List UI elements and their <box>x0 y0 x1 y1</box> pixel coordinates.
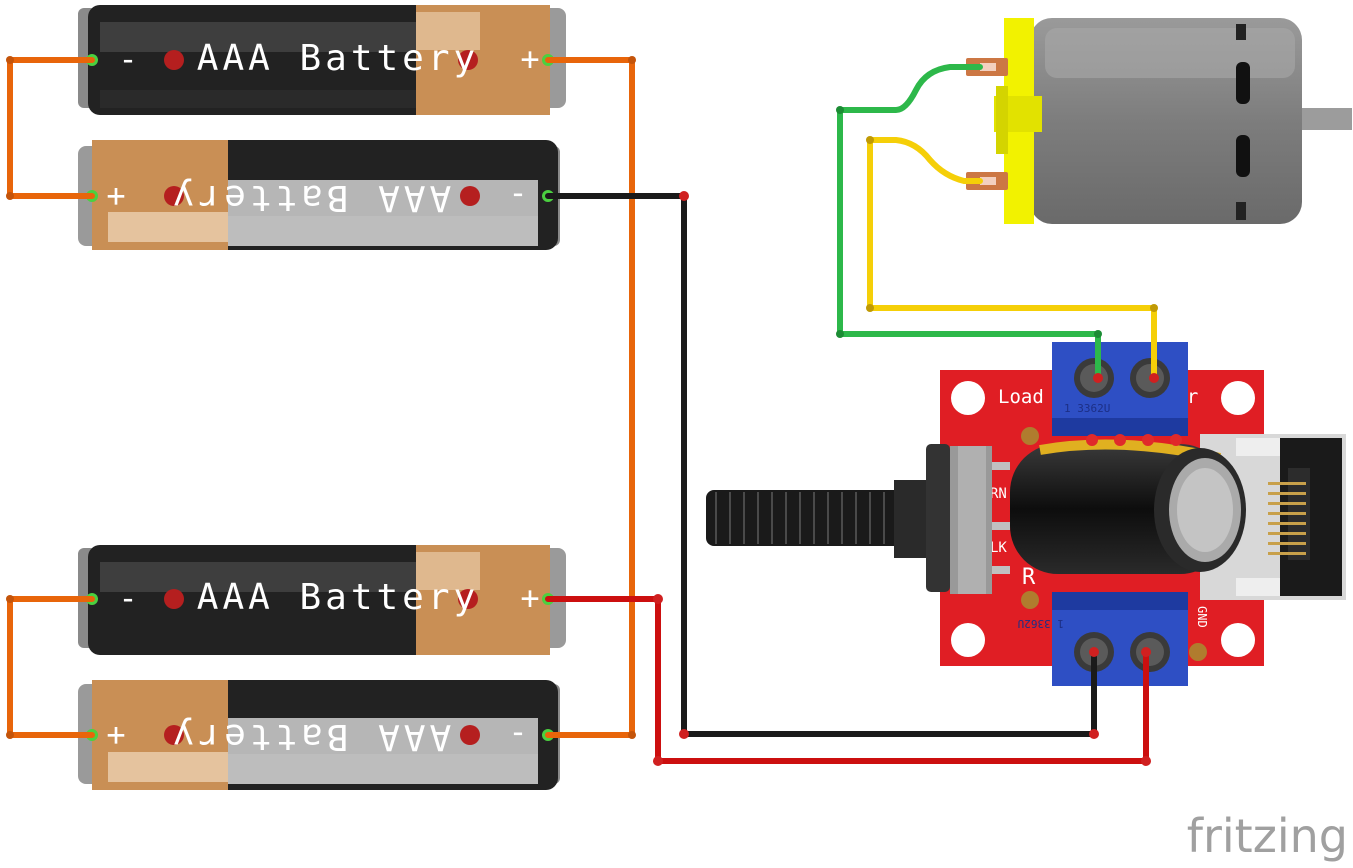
battery-1[interactable]: - AAA Battery + <box>78 5 566 115</box>
terminal-block-top[interactable]: 1 3362U <box>1052 342 1188 446</box>
terminal-top-code: 1 3362U <box>1064 402 1110 415</box>
battery-2-minus: - <box>508 178 527 216</box>
battery-2-plus: + <box>106 178 125 216</box>
wire-orange-left-top[interactable] <box>7 57 95 199</box>
dc-motor[interactable] <box>966 18 1352 224</box>
wire-yellow[interactable] <box>867 137 1157 381</box>
board-silk-r: R <box>1022 565 1036 590</box>
electrolytic-capacitor <box>1010 439 1246 574</box>
battery-2[interactable]: - AAA Battery + <box>78 140 560 250</box>
battery-1-minus: - <box>118 40 137 78</box>
wire-endpoints <box>6 56 1159 766</box>
battery-3-minus: - <box>118 579 137 617</box>
battery-4-label: AAA Battery <box>169 716 451 757</box>
battery-4-minus: - <box>508 717 527 755</box>
battery-3-label: AAA Battery <box>197 577 479 618</box>
wire-green[interactable] <box>837 64 1101 381</box>
terminal-bottom-code: 1 3362U <box>1018 617 1064 630</box>
battery-4[interactable]: - AAA Battery + <box>78 680 560 790</box>
board-label-gnd: GND <box>1195 606 1209 628</box>
battery-2-label: AAA Battery <box>169 177 451 218</box>
battery-1-label: AAA Battery <box>197 38 479 79</box>
battery-3-plus: + <box>520 579 539 617</box>
board-silk-lk: LK <box>990 540 1007 556</box>
battery-3[interactable]: - AAA Battery + <box>78 545 566 655</box>
board-silk-rn: RN <box>990 486 1007 502</box>
fritzing-watermark: fritzing <box>1187 809 1348 863</box>
battery-1-plus: + <box>520 40 539 78</box>
motor-controller-board[interactable]: Load Pwr GND RN LK R <box>706 342 1346 686</box>
wire-orange-left-bottom[interactable] <box>7 596 95 738</box>
board-label-load: Load <box>998 386 1044 408</box>
wire-orange-right[interactable] <box>545 57 635 738</box>
battery-4-plus: + <box>106 717 125 755</box>
potentiometer[interactable] <box>706 444 1010 594</box>
